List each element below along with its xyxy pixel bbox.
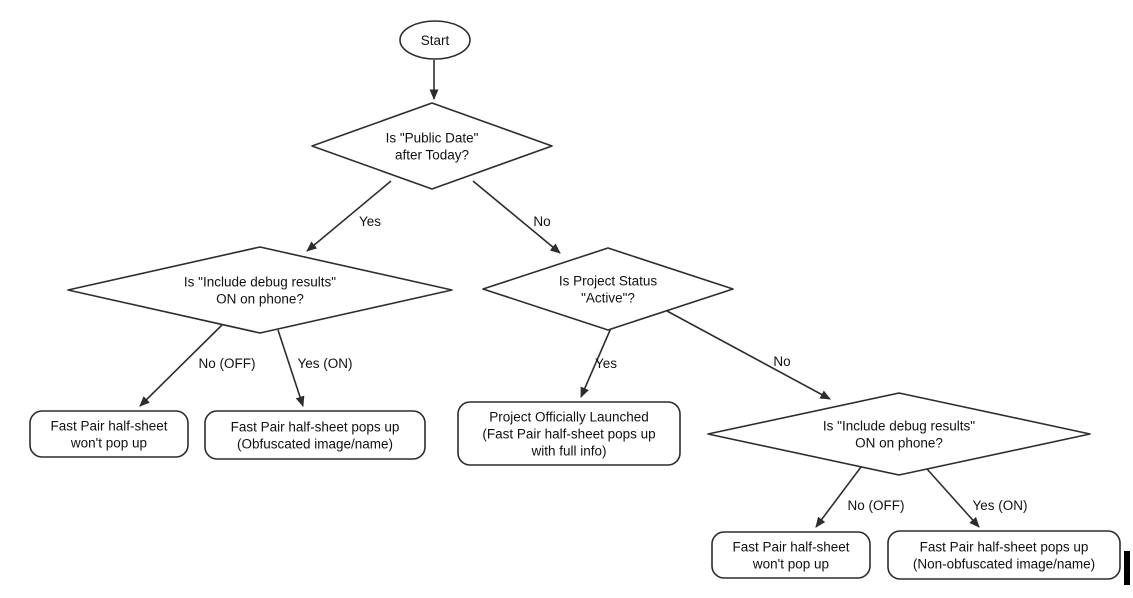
- node-no-popup-left-result: [29, 410, 189, 458]
- node-no-popup-left-result-text-line-2: won't pop up: [70, 436, 147, 451]
- node-non-obfuscated-popup-result: [887, 530, 1121, 580]
- edge-label-public-date-yes: Yes: [359, 214, 381, 229]
- node-project-status-decision-text-line-1: Is Project Status: [559, 274, 658, 289]
- node-non-obfuscated-popup-result-text-line-2: (Non-obfuscated image/name): [913, 557, 1095, 572]
- edge-label-project-status-no: No: [773, 354, 790, 369]
- node-debug-results-right-decision-text-line-2: ON on phone?: [855, 436, 943, 451]
- edge-debug-right-yes-on: [926, 468, 980, 528]
- node-officially-launched-result-text-line-1: Project Officially Launched: [489, 410, 649, 425]
- edge-label-debug-left-yes-on: Yes (ON): [297, 356, 352, 371]
- node-no-popup-left-result-text-line-1: Fast Pair half-sheet: [50, 419, 167, 434]
- node-obfuscated-popup-result: [204, 410, 426, 460]
- edge-public-date-no: [472, 180, 561, 254]
- node-obfuscated-popup-result-text-line-1: Fast Pair half-sheet pops up: [231, 420, 400, 435]
- node-debug-results-left-decision-text-line-1: Is "Include debug results": [184, 275, 336, 290]
- node-obfuscated-popup-result-text-line-2: (Obfuscated image/name): [237, 437, 393, 452]
- node-debug-results-right-decision-text-line-1: Is "Include debug results": [823, 419, 975, 434]
- node-non-obfuscated-popup-result-text-line-1: Fast Pair half-sheet pops up: [920, 540, 1089, 555]
- node-officially-launched-result-text-line-3: with full info): [530, 444, 606, 459]
- edge-debug-left-no-off: [139, 324, 223, 407]
- edge-label-debug-right-yes-on: Yes (ON): [972, 498, 1027, 513]
- node-no-popup-right-result-text-line-2: won't pop up: [752, 557, 829, 572]
- node-debug-results-left-decision: [67, 246, 453, 334]
- node-debug-results-right-decision: [707, 392, 1091, 476]
- edge-project-status-no: [666, 310, 831, 400]
- edge-label-public-date-no: No: [533, 214, 550, 229]
- edge-label-debug-left-no-off: No (OFF): [199, 356, 256, 371]
- node-officially-launched-result-text-line-2: (Fast Pair half-sheet pops up: [482, 427, 655, 442]
- node-start-terminator: [399, 20, 471, 60]
- node-public-date-decision-text-line-2: after Today?: [395, 148, 469, 163]
- edge-debug-right-no-off: [815, 466, 862, 528]
- node-no-popup-right-result: [711, 531, 871, 579]
- node-no-popup-right-result-text-line-1: Fast Pair half-sheet: [732, 540, 849, 555]
- node-start-terminator-text-line-1: Start: [421, 33, 450, 48]
- edge-project-status-yes: [580, 327, 612, 398]
- node-debug-results-left-decision-text-line-2: ON on phone?: [216, 292, 304, 307]
- edge-debug-left-yes-on: [277, 329, 305, 407]
- edge-label-debug-right-no-off: No (OFF): [848, 498, 905, 513]
- node-officially-launched-result: [457, 401, 681, 466]
- edge-public-date-yes: [306, 180, 392, 252]
- node-public-date-decision-text-line-1: Is "Public Date": [386, 131, 479, 146]
- text-cursor-artifact: [1124, 551, 1130, 585]
- edge-label-project-status-yes: Yes: [595, 356, 617, 371]
- node-project-status-decision-text-line-2: "Active"?: [581, 291, 635, 306]
- node-public-date-decision: [311, 102, 553, 190]
- node-project-status-decision: [482, 247, 734, 331]
